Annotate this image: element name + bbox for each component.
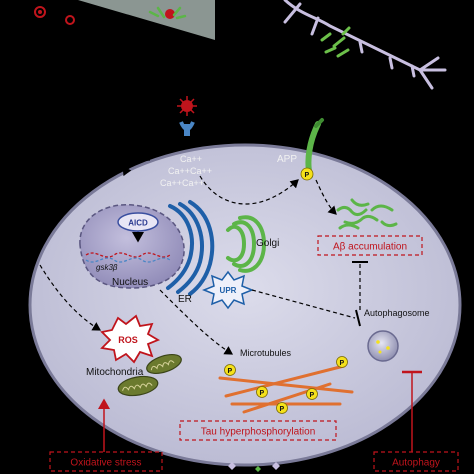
autophagy-box [373,451,459,472]
phospho-label: P [310,392,315,399]
tau-box [179,420,337,441]
cell-body [28,143,462,467]
autophagy-label: Autophagy [392,458,440,469]
upr-inhibit-bar [355,309,361,327]
app-phospho-label: P [305,172,310,179]
autophagosome-dot [386,346,390,350]
bottom-decor [228,462,280,472]
arrow-upr-to-autophagosome [251,289,356,319]
arrow-ca-to-app [199,175,299,205]
phospho-label: P [340,360,345,367]
ros-burst [100,314,161,364]
mitochondria-label: Mitochondria [86,367,144,378]
nucleus-body [79,204,185,289]
abeta-fibrils-icon [336,198,398,230]
autophagosome-dot [376,340,380,344]
oxidative-stress-label: Oxidative stress [70,458,141,469]
autophagosome-icon [367,330,399,362]
tau-label: Tau hyperphosphorylation [201,427,316,438]
autophagosome-dot [378,350,382,354]
app-phospho-marker [300,167,314,181]
ca-label-2: Ca++Ca++ [168,166,212,176]
oxidative-stress-box [49,451,163,472]
er-icon [166,200,215,296]
ca-label-3: Ca++Ca++ [160,178,204,188]
nucleus-label: Nucleus [112,277,148,288]
ros-label: ROS [118,335,138,345]
phospho-label: P [280,406,285,413]
upr-label: UPR [220,286,237,295]
arrow-nucleus-to-ros [39,264,102,331]
microtubule-phospho-markers [224,356,348,414]
golgi-label: Golgi [256,238,279,249]
golgi-icon [226,215,267,273]
microtubule-phospho-marker [224,364,236,376]
ca-label-1: Ca++ [180,154,202,164]
phospho-label: P [260,390,265,397]
app-label: APP [277,154,297,165]
microtubule-phospho-marker [306,388,318,400]
abeta-accumulation-label: Aβ accumulation [333,242,407,253]
aicd-label: AICD [128,219,148,228]
microtubule-phospho-marker [276,402,288,414]
gsk-label: gsk3β [96,263,118,272]
top-panel-illustration [34,0,215,40]
mitochondria-icon [117,353,182,397]
abeta-fibrils-top [320,26,351,58]
arrow-ca-to-cell [122,159,151,177]
abeta-accumulation-box [317,235,423,256]
receptor-icon [177,96,197,136]
autophagosome-label: Autophagosome [364,308,430,318]
microtubule-phospho-marker [256,386,268,398]
phospho-label: P [228,368,233,375]
arrow-app-to-abeta [315,179,337,215]
neuron-illustration [283,0,447,90]
microtubules-label: Microtubules [240,348,292,358]
er-label: ER [178,294,192,305]
microtubule-phospho-marker [336,356,348,368]
upr-burst [201,270,255,310]
